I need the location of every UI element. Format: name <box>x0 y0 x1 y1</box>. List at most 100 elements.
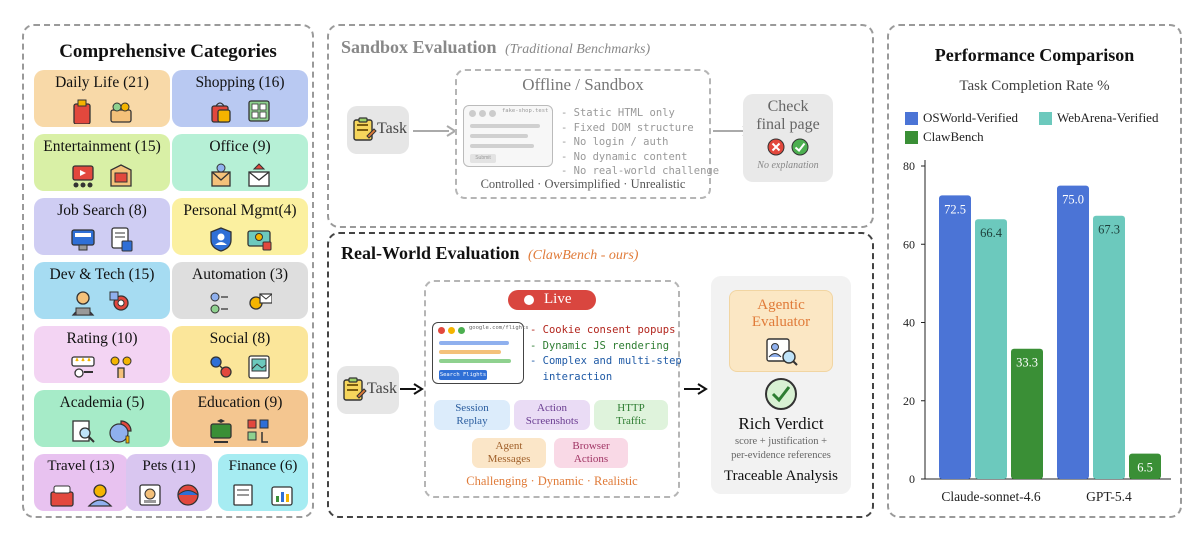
legend-swatch <box>905 112 918 125</box>
bar-value-label: 75.0 <box>1062 193 1084 207</box>
category-icons <box>218 482 308 508</box>
realworld-feature-item: - Complex and multi-step <box>530 355 682 367</box>
category-icons <box>34 290 170 316</box>
live-browser-window: google.com/flights Search Flights <box>432 322 529 384</box>
evidence-chip-label: Traffic <box>616 415 646 427</box>
category-icon <box>110 356 132 378</box>
realworld-task-chip: Task <box>337 366 399 414</box>
realworld-footer: Challenging · Dynamic · Realistic <box>466 474 638 488</box>
x-tick-label: GPT-5.4 <box>1086 489 1132 504</box>
bar-value-label: 66.4 <box>980 226 1003 240</box>
verdict-note-2: per-evidence references <box>731 450 831 461</box>
category-icon <box>248 100 270 122</box>
category-tile: Travel (13) <box>34 454 128 511</box>
sandbox-title-text: Sandbox Evaluation <box>341 37 497 57</box>
sandbox-feature-item: - Fixed DOM structure <box>561 121 694 134</box>
legend-swatch <box>1039 112 1052 125</box>
sandbox-panel: Sandbox Evaluation (Traditional Benchmar… <box>327 24 874 228</box>
browser-dot <box>489 110 496 117</box>
category-icons <box>172 290 308 316</box>
check-note: No explanation <box>757 160 819 171</box>
category-icons <box>34 162 170 188</box>
content-bar <box>470 124 540 128</box>
evaluator-title-1: Agentic <box>757 297 805 313</box>
fake-browser-window: fake-shop.test Submit <box>463 105 553 167</box>
realworld-feature-item: - Cookie consent popups <box>530 324 676 336</box>
live-badge: Live <box>508 290 596 310</box>
sandbox-footer: Controlled · Oversimplified · Unrealisti… <box>480 177 686 191</box>
category-icon <box>87 484 113 507</box>
bar <box>1129 453 1161 479</box>
category-label: Dev & Tech (15) <box>49 266 155 283</box>
bar <box>1011 348 1043 479</box>
evidence-chip-label: Screenshots <box>525 415 579 427</box>
category-label: Office (9) <box>209 138 271 155</box>
live-dot-icon <box>524 295 534 305</box>
evaluator-inspect-icon <box>766 338 798 366</box>
category-icon <box>110 102 132 123</box>
categories-panel: Comprehensive Categories Daily Life (21)… <box>22 24 314 518</box>
category-tile: Academia (5) <box>34 390 170 447</box>
search-flights-button: Search Flights <box>439 370 487 380</box>
category-label: Finance (6) <box>228 458 298 474</box>
category-icons <box>172 226 308 252</box>
browser-dot <box>469 110 476 117</box>
realworld-panel: Real-World Evaluation (ClawBench - ours)… <box>327 232 874 518</box>
bar-chart: 02040608072.566.433.3Claude-sonnet-4.675… <box>903 159 1171 504</box>
y-tick-label: 60 <box>903 237 915 251</box>
evaluator-box: Agentic Evaluator Rich Verdict score + j… <box>711 276 851 494</box>
fail-icon <box>767 138 785 156</box>
category-icon <box>248 163 270 187</box>
y-tick-label: 40 <box>903 316 915 330</box>
category-icon <box>71 229 95 251</box>
category-tile: Rating (10) <box>34 326 170 383</box>
category-icon <box>72 165 94 188</box>
category-icons <box>172 98 308 124</box>
verdict-check-icon <box>765 378 797 410</box>
categories-title: Comprehensive Categories <box>59 41 277 62</box>
category-icons <box>172 162 308 188</box>
sandbox-task-label: Task <box>377 120 407 137</box>
category-tile: Job Search (8) <box>34 198 170 255</box>
evidence-chip-label: Agent <box>495 440 523 452</box>
bar <box>1093 215 1125 479</box>
category-icon <box>50 485 74 507</box>
y-tick-label: 0 <box>909 472 915 486</box>
offline-box-title: Offline / Sandbox <box>522 75 644 94</box>
bar-value-label: 6.5 <box>1137 461 1153 475</box>
bar-value-label: 33.3 <box>1016 356 1038 370</box>
legend-label: OSWorld-Verified <box>923 110 1018 125</box>
browser-dot <box>479 110 486 117</box>
category-label: Automation (3) <box>192 266 288 283</box>
category-label: Daily Life (21) <box>55 74 149 91</box>
category-icon <box>249 293 272 310</box>
category-tile: Finance (6) <box>218 454 308 511</box>
category-icon <box>248 355 270 379</box>
category-icon <box>71 356 95 378</box>
category-icons <box>34 226 170 252</box>
category-icon <box>110 164 132 187</box>
legend-label: WebArena-Verified <box>1057 110 1159 125</box>
category-label: Shopping (16) <box>195 74 285 91</box>
evidence-chip-label: Actions <box>573 453 609 465</box>
live-box: Live google.com/flights Search Flights -… <box>424 280 682 498</box>
traceable-analysis: Traceable Analysis <box>723 468 838 484</box>
category-tile: Personal Mgmt(4) <box>172 198 308 255</box>
check-title-1: Check <box>767 98 809 115</box>
y-tick-label: 80 <box>903 159 915 173</box>
category-icon <box>109 291 129 311</box>
fake-url: fake-shop.test <box>502 108 549 114</box>
bar <box>1057 185 1089 479</box>
check-final-page-box: Check final page No explanation <box>743 94 833 182</box>
realworld-title-text: Real-World Evaluation <box>341 243 520 263</box>
category-icons <box>34 482 128 508</box>
sandbox-feature-item: - No real-world challenge <box>561 165 720 177</box>
category-tile: Pets (11) <box>126 454 212 511</box>
category-icon <box>139 484 161 506</box>
evidence-chip-label: Replay <box>456 415 488 427</box>
